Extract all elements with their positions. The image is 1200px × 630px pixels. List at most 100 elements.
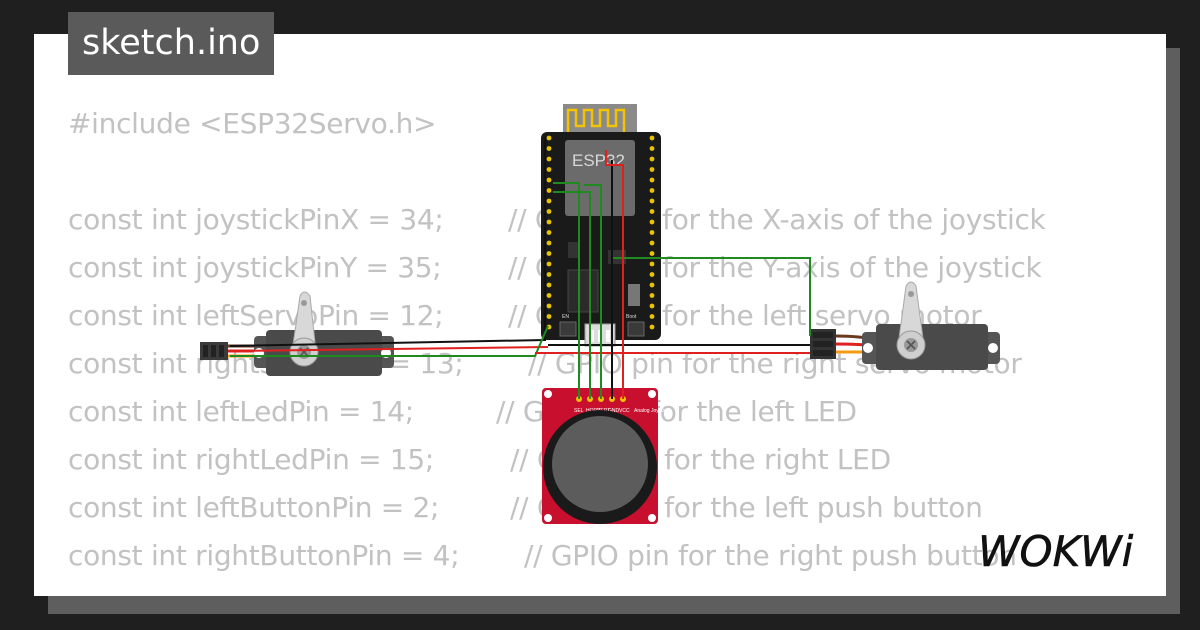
esp32-label: ESP32	[572, 151, 625, 170]
joystick-pin-label: SEL	[574, 408, 584, 414]
connector-pin	[211, 345, 216, 357]
header-pin[interactable]	[649, 293, 655, 298]
horn-hole	[301, 300, 307, 306]
header-pin[interactable]	[546, 261, 552, 267]
mount-hole	[544, 514, 552, 522]
header-pin[interactable]	[649, 177, 655, 183]
joystick-pin-label: VCC	[619, 408, 630, 414]
code-statement: const int rightButtonPin = 4;	[68, 539, 460, 572]
header-pin[interactable]	[649, 209, 655, 214]
mount-hole	[648, 390, 656, 398]
header-pin[interactable]	[546, 230, 552, 235]
analog-joystick[interactable]: SEL HORZ VERT GND VCC Analog Joystick	[542, 388, 669, 524]
wire-joystick-horz[interactable]	[553, 191, 591, 399]
code-statement: const int rightLedPin = 15;	[68, 443, 435, 476]
wire-right-servo-signal[interactable]	[611, 257, 811, 336]
header-pin[interactable]	[546, 135, 552, 141]
header-pin[interactable]	[546, 272, 552, 277]
wire-joystick-sel[interactable]	[553, 182, 580, 399]
header-pin[interactable]	[546, 303, 552, 309]
code-statement: const int leftButtonPin = 2;	[68, 491, 440, 524]
code-statement: const int leftLedPin = 14;	[68, 395, 414, 428]
left-servo-case	[266, 330, 382, 376]
header-pin[interactable]	[649, 314, 655, 319]
header-pin[interactable]	[649, 219, 655, 225]
wire-joystick-vcc[interactable]	[605, 150, 624, 399]
header-pin[interactable]	[649, 135, 655, 141]
wokwi-logo: WOKWi	[978, 527, 1134, 577]
led-indicator	[628, 284, 640, 306]
wire-left-servo-gnd[interactable]	[229, 137, 546, 347]
header-pin[interactable]	[649, 198, 655, 204]
wokwi-brand-text: WOKWi	[978, 527, 1134, 576]
boot-button-label: Boot	[626, 314, 637, 320]
header-pin[interactable]	[546, 240, 552, 246]
right-servo[interactable]	[810, 281, 1000, 370]
header-pin[interactable]	[546, 293, 552, 298]
esp32-chip	[568, 242, 580, 258]
joystick-knob[interactable]	[552, 416, 648, 512]
mount-hole	[544, 390, 552, 398]
joystick-label: Analog Joystick	[634, 408, 669, 414]
header-pin[interactable]	[546, 188, 552, 193]
code-line: const int rightButtonPin = 4; // GPIO pin…	[68, 532, 1017, 580]
code-statement: const int joystickPinY = 35;	[68, 251, 442, 284]
wire-left-servo-vcc[interactable]	[229, 346, 549, 352]
header-pin[interactable]	[649, 146, 655, 151]
header-pin[interactable]	[546, 177, 552, 183]
header-pin[interactable]	[546, 314, 552, 319]
header-pin[interactable]	[546, 146, 552, 151]
esp32-right-header	[649, 135, 655, 330]
en-button-label: EN	[562, 314, 569, 320]
header-pin[interactable]	[649, 167, 655, 172]
code-statement: const int leftServoPin = 12;	[68, 299, 444, 332]
boot-button[interactable]	[627, 321, 645, 337]
header-pin[interactable]	[546, 198, 552, 204]
antenna-trace-icon	[566, 108, 626, 132]
code-comment: // GPIO pin for the right push button	[524, 539, 1017, 572]
header-pin[interactable]	[546, 251, 552, 256]
right-servo-horn[interactable]	[897, 281, 925, 347]
code-statement: #include <ESP32Servo.h>	[68, 107, 437, 140]
wire-joystick-vert[interactable]	[584, 184, 602, 399]
usb-uart-chip	[567, 269, 599, 313]
header-pin[interactable]	[649, 282, 655, 288]
header-pin[interactable]	[649, 324, 655, 330]
header-pin[interactable]	[649, 261, 655, 267]
header-pin[interactable]	[649, 251, 655, 256]
connector-pin	[219, 345, 224, 357]
sketch-title-badge[interactable]: sketch.ino	[68, 12, 275, 75]
connector-pin	[813, 350, 833, 356]
header-pin[interactable]	[546, 209, 552, 214]
horn-hole	[908, 291, 914, 297]
header-pin[interactable]	[649, 240, 655, 246]
header-pin[interactable]	[546, 219, 552, 225]
connector-pin	[203, 345, 208, 357]
header-pin[interactable]	[546, 156, 552, 162]
joystick-pin-label: GND	[608, 408, 620, 414]
code-line: #include <ESP32Servo.h>	[68, 100, 464, 148]
header-pin[interactable]	[649, 230, 655, 235]
left-servo-horn[interactable]	[291, 291, 317, 353]
header-pin[interactable]	[649, 188, 655, 193]
mount-hole	[863, 343, 873, 353]
esp32-shield	[565, 140, 635, 216]
connector-pin	[813, 332, 833, 338]
header-pin[interactable]	[546, 167, 552, 172]
code-statement: const int joystickPinX = 34;	[68, 203, 444, 236]
left-servo[interactable]	[200, 291, 394, 376]
header-pin[interactable]	[649, 303, 655, 309]
header-pin[interactable]	[649, 156, 655, 162]
en-button[interactable]	[559, 321, 577, 337]
usb-pin	[590, 330, 594, 342]
header-pin[interactable]	[649, 272, 655, 277]
usb-pin	[606, 330, 610, 342]
wires	[229, 137, 811, 399]
mount-hole	[988, 343, 998, 353]
mount-hole	[648, 514, 656, 522]
wire-left-servo-signal[interactable]	[230, 325, 549, 357]
connector-pin	[813, 341, 833, 347]
right-servo-case	[876, 324, 988, 370]
header-pin[interactable]	[546, 282, 552, 288]
